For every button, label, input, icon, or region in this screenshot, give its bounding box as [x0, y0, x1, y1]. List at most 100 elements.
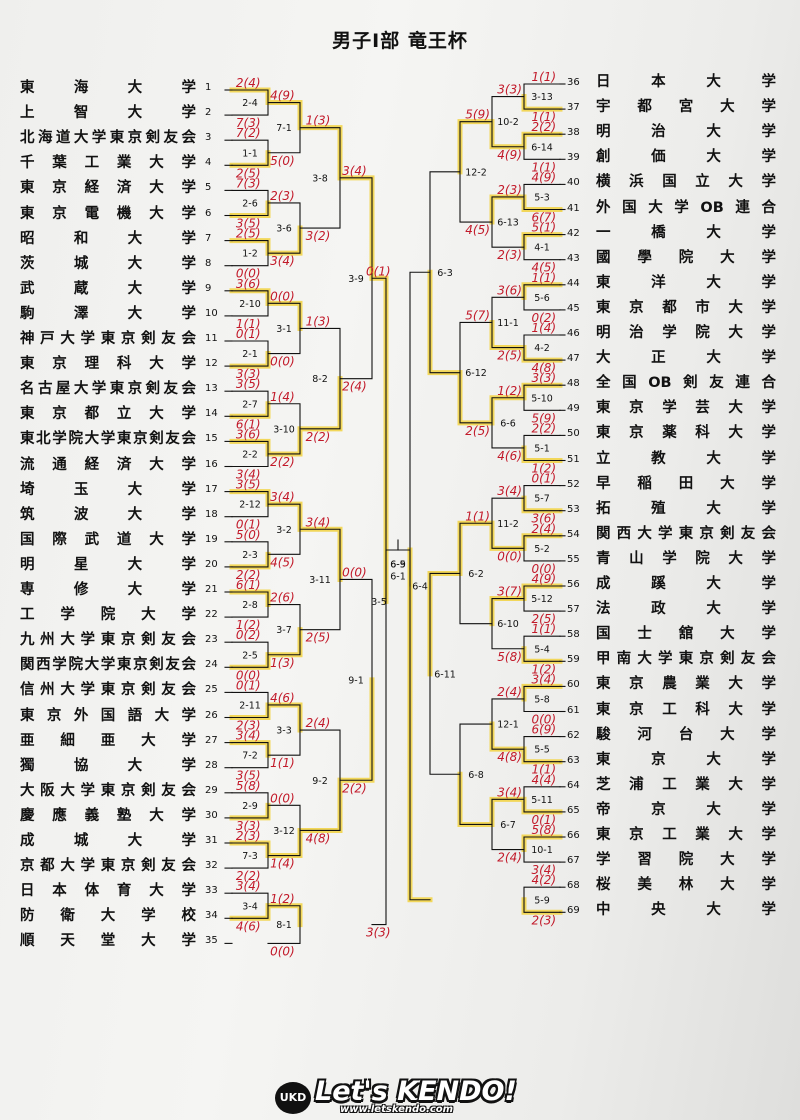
match-number: 3-7: [276, 625, 292, 636]
team-name: 信州大学東京剣友会: [20, 682, 196, 699]
winner-path-highlight: [407, 583, 433, 903]
score-annotation: 2(5): [531, 612, 556, 626]
score-annotation: 2(2): [342, 781, 367, 795]
team-name: 東洋大学: [596, 274, 776, 291]
match-number: 5-11: [531, 795, 553, 806]
score-annotation: 4(6): [270, 691, 295, 705]
team-name: 立教大学: [596, 450, 776, 467]
team-number: 17: [205, 483, 218, 495]
match-number: 6-8: [468, 770, 484, 781]
score-annotation: 2(2): [531, 421, 556, 435]
team-number: 59: [567, 654, 580, 666]
team-name: 大阪大学東京剣友会: [20, 782, 196, 799]
winner-path-highlight: [457, 520, 495, 576]
team-name: 明治大学: [596, 124, 776, 141]
winner-path-highlight: [427, 269, 463, 376]
score-annotation: 2(2): [236, 568, 261, 582]
match-number: 6-11: [434, 669, 456, 680]
score-annotation: 0(1): [531, 472, 556, 486]
score-annotation: 4(8): [531, 361, 556, 375]
team-number: 14: [205, 408, 218, 420]
score-annotation: 1(2): [531, 462, 556, 476]
score-annotation: 3(4): [531, 672, 556, 686]
team-name: 千葉工業大学: [20, 155, 196, 172]
team-number: 13: [205, 383, 218, 395]
team-number: 29: [205, 784, 218, 796]
bracket-line: [267, 905, 301, 944]
score-annotation: 0(0): [497, 549, 522, 563]
score-annotation: 7(3): [236, 116, 261, 130]
match-number: 3-12: [273, 826, 295, 837]
bracket-line: [339, 578, 373, 781]
team-number: 11: [205, 333, 218, 344]
team-name: 工学院大学: [20, 607, 196, 624]
team-number: 57: [567, 604, 580, 616]
score-annotation: 3(3): [497, 83, 522, 97]
team-number: 18: [205, 508, 218, 520]
match-number: 3-4: [242, 901, 258, 912]
score-annotation: 1(2): [531, 662, 556, 676]
team-number: 69: [567, 905, 580, 917]
team-number: 53: [567, 503, 580, 515]
match-number: 6-12: [465, 368, 487, 379]
score-annotation: 1(1): [236, 317, 261, 331]
team-number: 20: [205, 558, 218, 570]
team-number: 55: [567, 553, 580, 565]
team-number: 37: [567, 102, 580, 114]
match-number: 10-2: [497, 117, 519, 128]
score-annotation: 5(9): [531, 411, 556, 425]
score-annotation: 1(1): [465, 509, 490, 523]
match-number: 2-11: [239, 700, 261, 711]
score-annotation: 0(0): [270, 355, 295, 369]
team-number: 65: [567, 804, 580, 816]
team-name: 日本体育大学: [20, 883, 196, 900]
score-annotation: 5(1): [531, 221, 556, 235]
team-name: 外国大学OB連合: [596, 199, 776, 216]
score-annotation: 1(1): [531, 763, 556, 777]
team-name: 東京都立大学: [20, 406, 196, 423]
team-number: 49: [567, 403, 580, 415]
match-number: 3-11: [309, 575, 331, 586]
score-annotation: 1(2): [497, 384, 522, 398]
team-number: 60: [567, 679, 580, 691]
score-annotation: 0(2): [236, 628, 261, 642]
score-annotation: 6(1): [236, 578, 261, 592]
score-annotation: 3(4): [497, 484, 522, 498]
score-annotation: 0(1): [531, 813, 556, 827]
score-annotation: 3(7): [497, 585, 522, 599]
team-name: 名古屋大学東京剣友会: [20, 381, 196, 398]
team-name: 甲南大学東京剣友会: [596, 651, 776, 668]
score-annotation: 3(3): [366, 926, 391, 940]
match-number: 5-12: [531, 594, 553, 605]
score-annotation: 2(3): [497, 248, 522, 262]
match-number: 2-12: [239, 500, 261, 511]
team-name: 専修大学: [20, 582, 196, 598]
score-annotation: 1(4): [270, 390, 295, 404]
team-name: 北海道大学東京剣友会: [20, 130, 196, 147]
score-annotation: 2(3): [497, 183, 522, 197]
team-number: 22: [205, 609, 218, 621]
winner-path-highlight: [457, 370, 495, 426]
team-name: 成城大学: [20, 833, 196, 849]
team-name: 青山学院大学: [596, 550, 776, 567]
team-number: 25: [205, 684, 218, 696]
score-annotation: 0(0): [236, 668, 261, 682]
team-number: 39: [567, 152, 580, 164]
score-annotation: 1(1): [531, 70, 556, 84]
match-number: 5-9: [534, 895, 550, 906]
score-annotation: 4(5): [465, 223, 490, 237]
team-name: 國學院大学: [596, 249, 776, 266]
score-annotation: 1(3): [306, 114, 331, 128]
team-name: 横浜国立大学: [596, 174, 776, 191]
score-annotation: 5(0): [270, 154, 295, 168]
match-number: 5-8: [534, 694, 550, 705]
score-annotation: 0(0): [270, 944, 295, 958]
score-annotation: 2(5): [306, 631, 331, 645]
team-name: 慶應義塾大学: [20, 807, 196, 824]
team-name: 明星大学: [20, 556, 196, 573]
score-annotation: 6(9): [531, 723, 556, 737]
match-number: 6-9: [390, 560, 406, 571]
score-annotation: 1(1): [531, 622, 556, 636]
match-number: 2-9: [242, 801, 258, 812]
